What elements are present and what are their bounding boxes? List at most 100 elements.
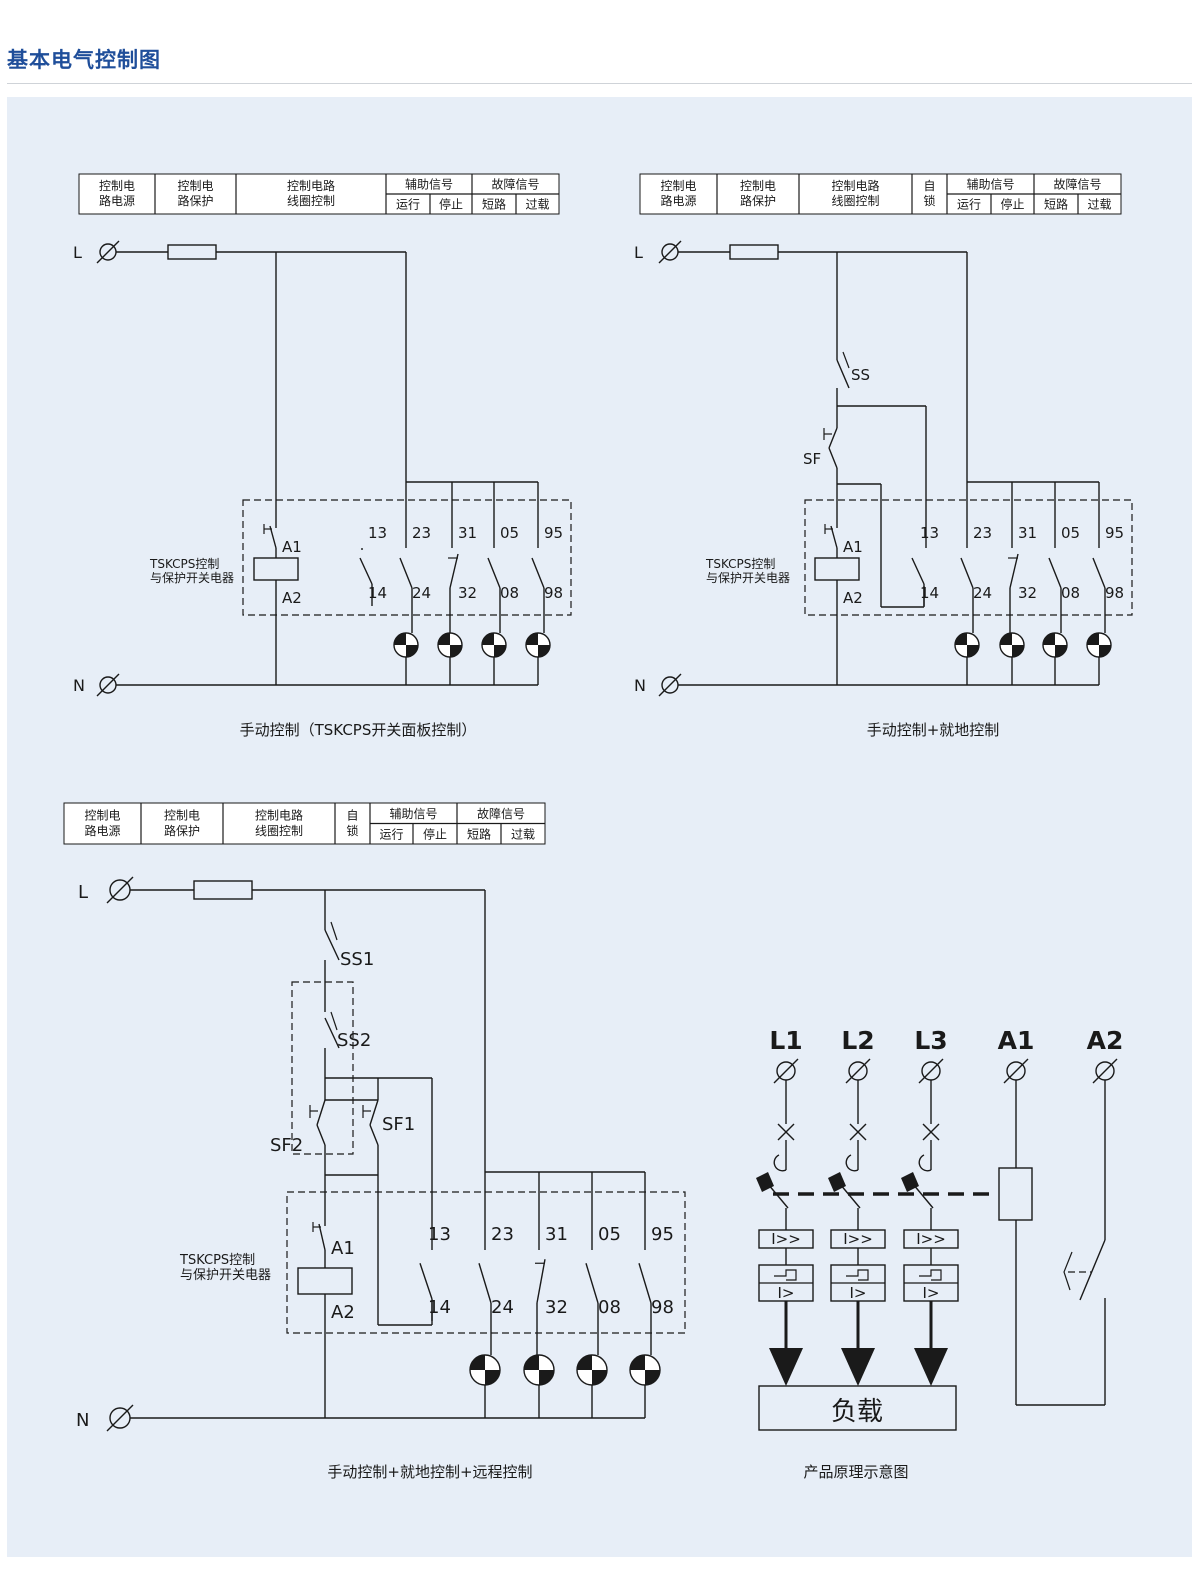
signal-lamp-1 [954, 632, 980, 658]
table-cell-coil: 线圈控制 [287, 194, 335, 208]
terminal-label-l: L [634, 243, 643, 262]
table-cell-protection: 控制电 [177, 179, 213, 193]
device-label: 与保护开关电器 [180, 1268, 271, 1283]
terminal-slash [773, 1058, 799, 1084]
thermal-element [846, 1269, 869, 1281]
device-boundary [242, 499, 572, 616]
signal-lamp-2 [437, 632, 463, 658]
lamp-quadrant [1099, 645, 1111, 657]
ss1-blade [324, 929, 340, 961]
overload-trip-label: I> [778, 1284, 795, 1302]
table-cell-power: 控制电 [660, 179, 696, 193]
table-cell-protection: 路保护 [164, 823, 200, 838]
terminal-slash [918, 1058, 944, 1084]
table-cell-protection: 路保护 [177, 193, 213, 208]
lamp-quadrant [967, 645, 979, 657]
table-cell-protection: 路保护 [740, 193, 776, 208]
table-cell-aux: 辅助信号 [966, 177, 1014, 191]
contact-blade [449, 553, 459, 589]
lamp-quadrant [955, 633, 967, 645]
contact-term-05: 05 [1061, 524, 1080, 542]
principle-terminal-symbol [918, 1058, 944, 1084]
lamp-quadrant [494, 645, 506, 657]
isolator-cross [849, 1123, 867, 1141]
contact-term-98: 98 [1105, 584, 1124, 602]
caption-d1: 手动控制（TSKCPS开关面板控制） [240, 721, 477, 739]
coil [253, 557, 299, 581]
a1-contact-blade [318, 1223, 326, 1251]
table-cell-power: 路电源 [660, 193, 696, 208]
switch-sf1: SF1 [382, 1114, 415, 1135]
load-box [758, 1385, 957, 1431]
contact-term-32: 32 [545, 1297, 568, 1318]
instant-trip-label: I>> [771, 1230, 801, 1248]
terminal-l [658, 240, 682, 264]
principle-terminal-symbol [845, 1058, 871, 1084]
table-cell-aux: 辅助信号 [405, 177, 453, 191]
terminal-slash [106, 1404, 134, 1432]
lamp-quadrant [630, 1355, 645, 1370]
lamp-quadrant [645, 1370, 660, 1385]
table-cell-selflock: 自 [923, 179, 935, 193]
table-cell-overload: 过载 [525, 197, 549, 211]
principle-terminal-L1: L1 [769, 1026, 802, 1055]
table-cell-selflock: 锁 [923, 193, 935, 208]
control-fuse [167, 244, 217, 260]
isolator-arc [773, 1154, 787, 1172]
principle-terminal-A1: A1 [998, 1026, 1035, 1055]
diagram-manual-control: 控制电路电源控制电路保护控制电路线圈控制辅助信号故障信号运行停止短路过载LNTS… [73, 173, 572, 739]
terminal-l [106, 876, 134, 904]
device-label: 与保护开关电器 [150, 571, 234, 585]
table-cell-short: 短路 [467, 826, 491, 841]
table-cell-coil: 控制电路 [255, 807, 303, 822]
signal-lamp-2 [523, 1354, 555, 1386]
coil-term-a1: A1 [282, 538, 302, 556]
overload-trip-label: I> [850, 1284, 867, 1302]
table-cell-stop: 停止 [439, 196, 463, 211]
lamp-quadrant [1012, 645, 1024, 657]
a1-contact-blade [830, 525, 838, 549]
terminal-slash [845, 1058, 871, 1084]
main-contact-blade [767, 1183, 789, 1209]
contact-blade [638, 1263, 652, 1304]
lamp-quadrant [539, 1370, 554, 1385]
contact-term-23: 23 [973, 524, 992, 542]
contact-term-32: 32 [1018, 584, 1037, 602]
switch-ss: SS [851, 366, 870, 384]
switch-sf2: SF2 [270, 1135, 303, 1156]
ss2-actuator [330, 1011, 338, 1031]
load-label: 负载 [831, 1397, 883, 1427]
contact-blade [419, 1263, 433, 1300]
signal-lamp-4 [1086, 632, 1112, 658]
terminal-slash [1003, 1058, 1029, 1084]
ss-actuator [842, 351, 850, 369]
a2-switch-blade [1079, 1239, 1106, 1301]
lamp-quadrant [470, 1355, 485, 1370]
signal-lamp-4 [629, 1354, 661, 1386]
terminal-slash [658, 240, 682, 264]
terminal-n [658, 673, 682, 697]
device-label: TSKCPS控制 [149, 557, 219, 571]
coil-term-a2: A2 [282, 589, 302, 607]
contact-term-05: 05 [500, 524, 519, 542]
isolator-arc [918, 1154, 932, 1172]
device-label: TSKCPS控制 [179, 1253, 255, 1268]
principle-terminal-L3: L3 [914, 1026, 947, 1055]
contact-blade [359, 557, 373, 585]
signal-lamp-3 [576, 1354, 608, 1386]
lamp-quadrant [526, 633, 538, 645]
contact-blade [1092, 557, 1106, 589]
terminal-slash [96, 673, 120, 697]
terminal-label-l: L [73, 243, 82, 262]
lamp-quadrant [450, 645, 462, 657]
terminal-n [106, 1404, 134, 1432]
coil-term-a1: A1 [843, 538, 863, 556]
contact-blade [1048, 557, 1062, 589]
ss1-actuator [330, 921, 338, 941]
signal-lamp-3 [481, 632, 507, 658]
contact-term-13: 13 [368, 524, 387, 542]
isolator-cross [777, 1123, 795, 1141]
title-divider [7, 83, 1192, 84]
contact-term-24: 24 [412, 584, 431, 602]
signal-lamp-4 [525, 632, 551, 658]
